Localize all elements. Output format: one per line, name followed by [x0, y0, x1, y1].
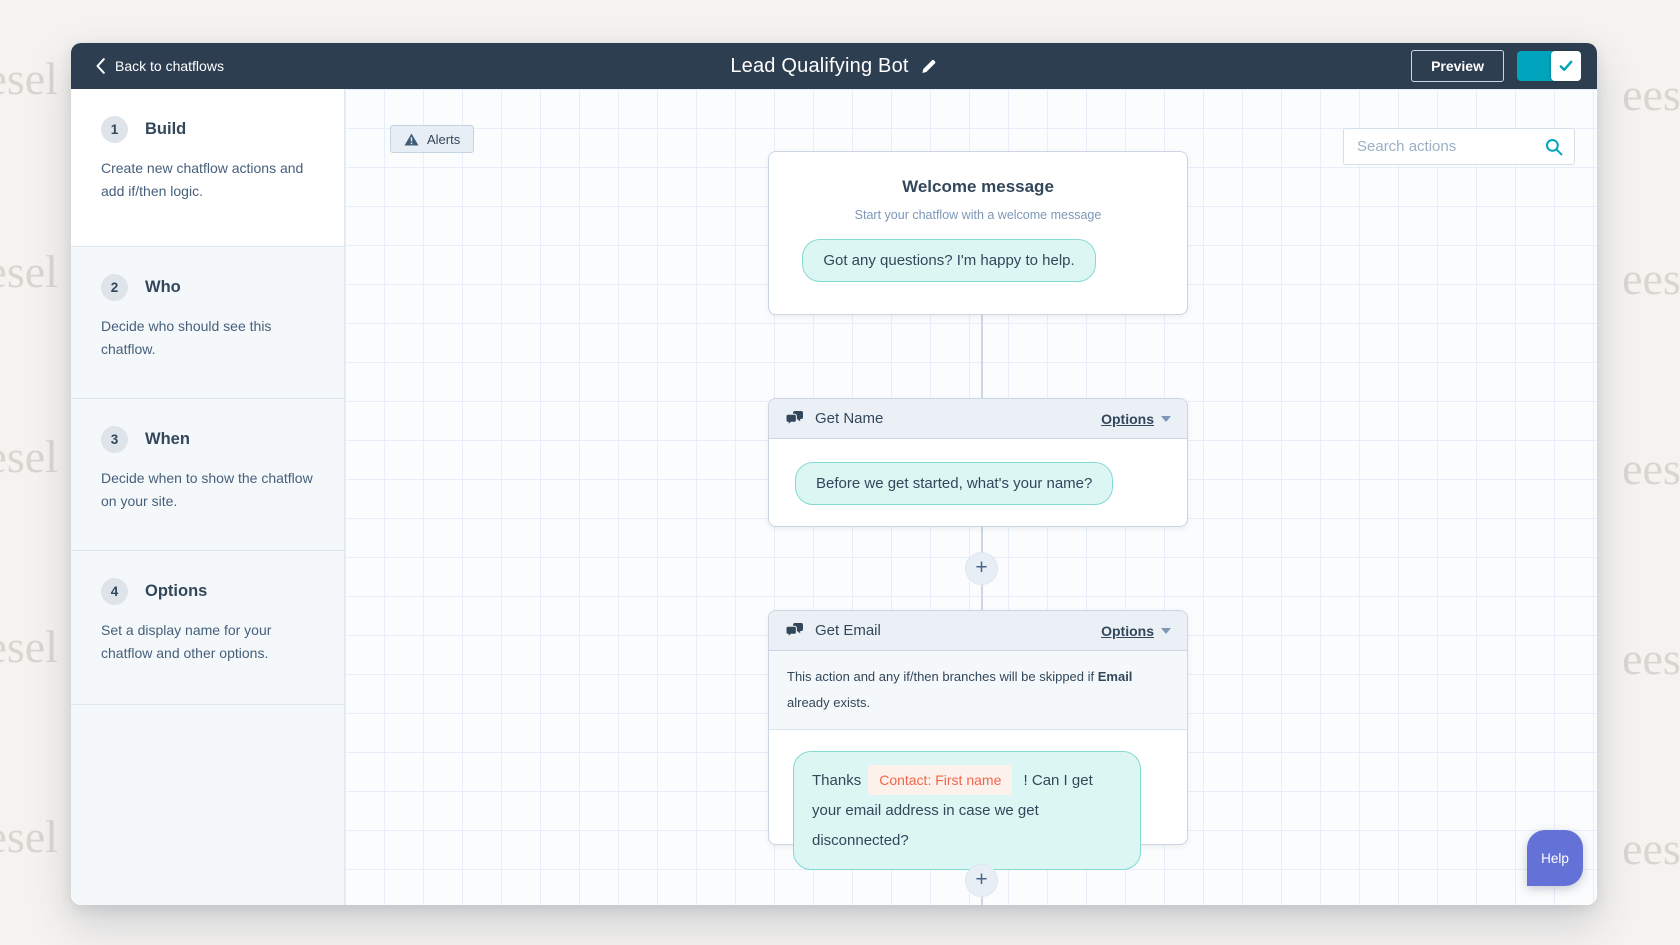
- chevron-left-icon: [96, 58, 105, 74]
- card-title: Get Email: [815, 622, 881, 639]
- topbar-actions: Preview: [1411, 50, 1581, 82]
- step-title: Build: [145, 120, 187, 138]
- back-to-chatflows-button[interactable]: Back to chatflows: [95, 58, 224, 74]
- skip-condition-note: This action and any if/then branches wil…: [769, 651, 1187, 730]
- watermark-text: eesel: [0, 431, 58, 482]
- step-description: Decide who should see this chatflow.: [101, 318, 272, 358]
- search-actions-box: [1343, 128, 1575, 165]
- sidebar-step-when[interactable]: 3 When Decide when to show the chatflow …: [71, 398, 344, 550]
- bubble-text: ! Can I get your email address in case w…: [812, 772, 1093, 849]
- flow-canvas[interactable]: Alerts Welcome message Start your chatfl…: [345, 89, 1597, 905]
- sidebar-step-build[interactable]: 1 Build Create new chatflow actions and …: [71, 89, 344, 246]
- back-label: Back to chatflows: [115, 58, 224, 74]
- get-name-card[interactable]: Get Name Options Before we get started, …: [768, 398, 1188, 527]
- connector-line: [981, 189, 983, 905]
- card-header: Get Name Options: [769, 399, 1187, 439]
- sidebar-step-options[interactable]: 4 Options Set a display name for your ch…: [71, 550, 344, 704]
- search-icon[interactable]: [1545, 138, 1563, 156]
- bubble-text: Thanks: [812, 772, 862, 789]
- step-description: Decide when to show the chatflow on your…: [101, 470, 313, 510]
- personalization-token[interactable]: Contact: First name: [868, 765, 1013, 795]
- chat-bubble-icon: [785, 622, 803, 639]
- skip-note-bold: Email: [1097, 669, 1133, 684]
- step-number-badge: 4: [101, 578, 128, 605]
- card-header: Get Email Options: [769, 611, 1187, 651]
- chat-message-bubble[interactable]: Thanks Contact: First name ! Can I get yo…: [793, 751, 1141, 870]
- sidebar-filler: [71, 704, 344, 905]
- checkmark-icon: [1559, 60, 1573, 71]
- alerts-button[interactable]: Alerts: [390, 125, 475, 153]
- warning-icon: [404, 133, 419, 146]
- chat-bubble-icon: [785, 410, 803, 427]
- welcome-message-card[interactable]: Welcome message Start your chatflow with…: [768, 151, 1188, 315]
- add-action-button[interactable]: +: [965, 864, 998, 897]
- card-subtitle: Start your chatflow with a welcome messa…: [854, 208, 1102, 222]
- step-title: Who: [145, 278, 181, 296]
- step-number-badge: 3: [101, 426, 128, 453]
- step-title: Options: [145, 582, 208, 600]
- edit-title-icon[interactable]: [921, 58, 938, 75]
- watermark-text: eesel: [0, 246, 58, 297]
- step-number-badge: 1: [101, 116, 128, 143]
- options-dropdown[interactable]: Options: [1101, 411, 1171, 427]
- add-action-button[interactable]: +: [965, 552, 998, 585]
- card-title: Welcome message: [902, 177, 1054, 196]
- step-description: Create new chatflow actions and add if/t…: [101, 160, 304, 200]
- sidebar-step-who[interactable]: 2 Who Decide who should see this chatflo…: [71, 246, 344, 398]
- chat-message-bubble[interactable]: Before we get started, what's your name?: [795, 462, 1114, 505]
- plus-icon: +: [975, 556, 988, 579]
- top-bar: Back to chatflows Lead Qualifying Bot Pr…: [71, 43, 1597, 89]
- toggle-knob: [1551, 51, 1581, 81]
- watermark-text: eesel: [0, 621, 58, 672]
- search-actions-input[interactable]: [1344, 129, 1574, 164]
- watermark-text: eesel: [1622, 443, 1680, 494]
- step-title: When: [145, 430, 190, 448]
- steps-sidebar: 1 Build Create new chatflow actions and …: [71, 89, 345, 905]
- watermark-text: eesel: [0, 811, 58, 862]
- options-label: Options: [1101, 622, 1154, 639]
- help-button[interactable]: Help: [1527, 830, 1583, 886]
- watermark-text: eesel: [1622, 69, 1680, 120]
- chatflow-title: Lead Qualifying Bot: [730, 54, 909, 77]
- watermark-text: eesel: [1622, 823, 1680, 874]
- caret-down-icon: [1161, 627, 1171, 634]
- watermark-text: eesel: [1622, 253, 1680, 304]
- options-dropdown[interactable]: Options: [1101, 623, 1171, 639]
- chat-message-bubble[interactable]: Got any questions? I'm happy to help.: [802, 239, 1096, 282]
- card-title: Get Name: [815, 410, 884, 427]
- options-label: Options: [1101, 410, 1154, 427]
- step-number-badge: 2: [101, 274, 128, 301]
- skip-note-text: already exists.: [787, 695, 871, 710]
- step-description: Set a display name for your chatflow and…: [101, 622, 272, 662]
- caret-down-icon: [1161, 415, 1171, 422]
- app-window: Back to chatflows Lead Qualifying Bot Pr…: [71, 43, 1597, 905]
- plus-icon: +: [975, 868, 988, 891]
- get-email-card[interactable]: Get Email Options This action and any if…: [768, 610, 1188, 870]
- watermark-text: eesel: [0, 53, 58, 104]
- page-title: Lead Qualifying Bot: [730, 55, 937, 78]
- publish-toggle[interactable]: [1517, 51, 1581, 81]
- skip-note-text: This action and any if/then branches wil…: [787, 669, 1098, 684]
- preview-button[interactable]: Preview: [1411, 50, 1504, 82]
- alerts-label: Alerts: [427, 131, 461, 147]
- main-content: 1 Build Create new chatflow actions and …: [71, 89, 1597, 905]
- watermark-text: eesel: [1622, 633, 1680, 684]
